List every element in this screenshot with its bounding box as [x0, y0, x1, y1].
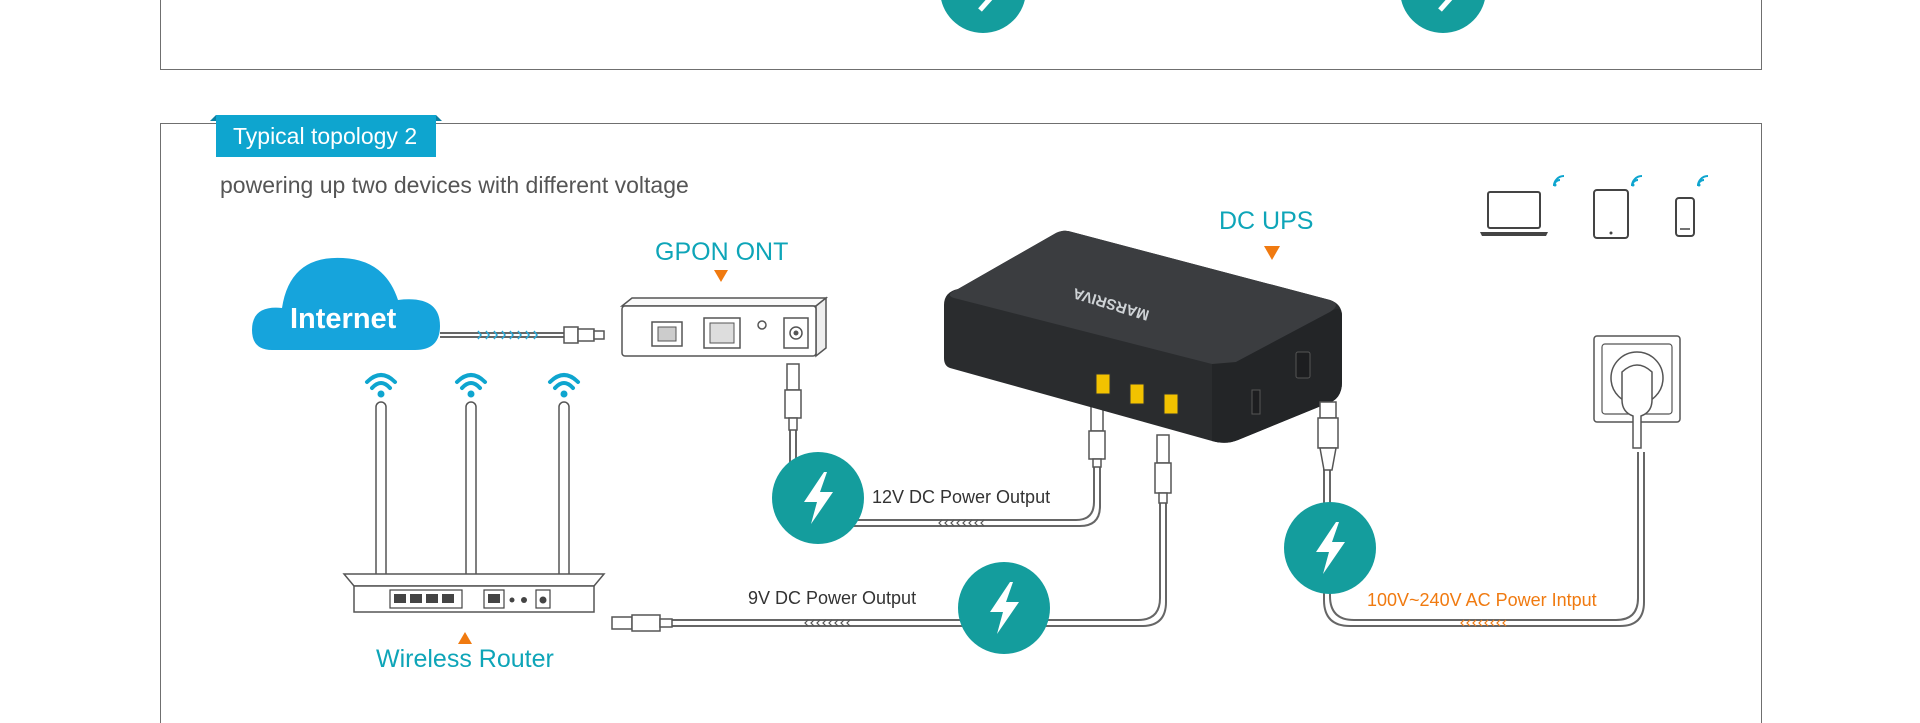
previous-section-frame: [160, 0, 1762, 70]
cable-direction-marks: [938, 519, 985, 527]
wifi-icon: [1696, 175, 1709, 188]
ups-port-yellow: [1163, 393, 1179, 415]
power-bolt-icon: [1284, 502, 1376, 594]
cloud-icon: [252, 257, 440, 350]
cable-9v: [672, 498, 1167, 627]
dc-plug: [1088, 404, 1106, 468]
internet-cable: [440, 326, 605, 344]
output-9v-label: 9V DC Power Output: [748, 588, 917, 608]
gpon-ont-label: GPON ONT: [655, 238, 789, 266]
wireless-router-label: Wireless Router: [376, 645, 554, 673]
dc-ups-device: MARSRIVA: [944, 230, 1342, 443]
wireless-router-device: [342, 401, 606, 613]
ups-arrow-icon: [1264, 246, 1280, 260]
dc-plug: [611, 614, 673, 632]
power-bolt-icon: [958, 562, 1050, 654]
gpon-ont-device: [619, 296, 829, 358]
wall-outlet-icon: [1593, 335, 1681, 449]
ups-port-yellow: [1095, 373, 1111, 395]
ac-input-label: 100V~240V AC Power Intput: [1367, 590, 1597, 610]
router-arrow-icon: [458, 632, 472, 644]
ac-plug: [1317, 401, 1339, 471]
wifi-icon: [1552, 175, 1565, 188]
topology-section-frame: [160, 123, 1762, 723]
wifi-icon: [455, 373, 487, 400]
gpon-arrow-icon: [714, 270, 728, 282]
cable-direction-marks: [804, 619, 851, 627]
wifi-icon: [548, 373, 580, 400]
dc-plug: [784, 363, 802, 431]
tablet-icon: [1593, 189, 1629, 239]
wifi-icon: [365, 373, 397, 400]
laptop-icon: [1480, 191, 1548, 236]
phone-icon: [1675, 197, 1695, 237]
topology-diagram: MARSRIVA: [252, 0, 1709, 654]
dc-ups-label: DC UPS: [1219, 207, 1314, 235]
section-tag: Typical topology 2: [209, 115, 443, 157]
power-bolt-icon: [772, 452, 864, 544]
section-subtitle: powering up two devices with different v…: [220, 172, 689, 198]
internet-label: Internet: [290, 303, 397, 335]
dc-plug: [1154, 434, 1172, 504]
ups-port-yellow: [1129, 383, 1145, 405]
previous-section-badge: [941, 0, 1025, 33]
wifi-icon: [1630, 175, 1643, 188]
previous-section-badge-2: [1401, 0, 1485, 33]
output-12v-label: 12V DC Power Output: [872, 487, 1051, 507]
cable-direction-marks: [1460, 619, 1507, 627]
cable-ac: [1323, 452, 1645, 627]
